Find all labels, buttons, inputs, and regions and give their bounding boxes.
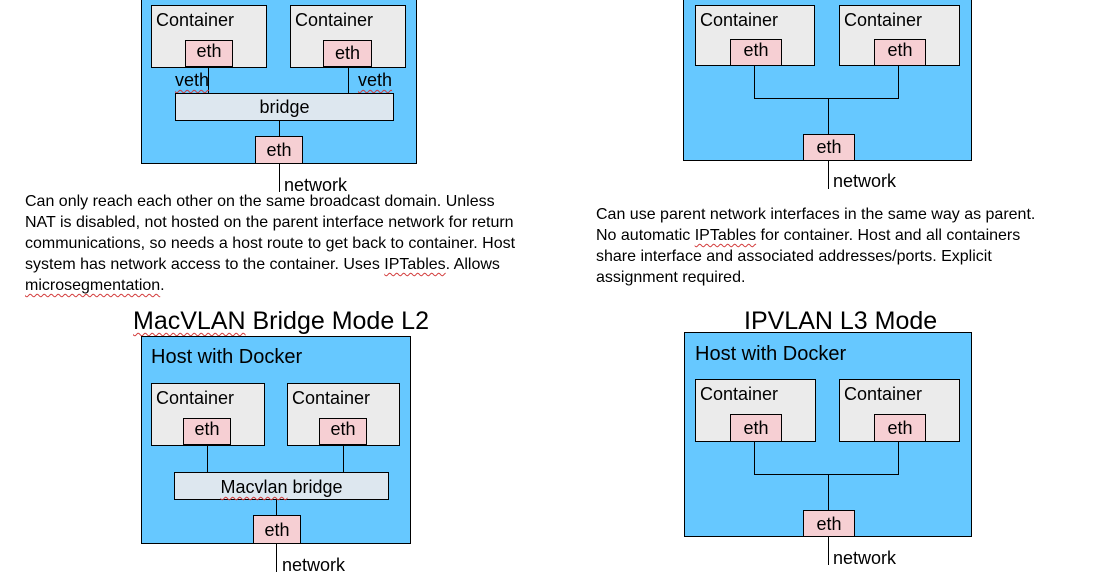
tr-container-1-eth: eth xyxy=(730,39,782,66)
tl-desc-line-5: microsegmentation. xyxy=(25,277,165,294)
br-line-down xyxy=(828,474,829,510)
tl-container-1-eth: eth xyxy=(185,40,233,67)
bl-macvlan-bridge: Macvlan bridge xyxy=(174,472,389,500)
tr-container-2: Container xyxy=(839,5,960,66)
tr-description: Can use parent network interfaces in the… xyxy=(596,204,1035,288)
tl-desc-line-1: Can only reach each other on the same br… xyxy=(25,193,495,210)
tl-veth-line-1 xyxy=(208,67,209,93)
bl-host-label: Host with Docker xyxy=(151,346,303,368)
br-network-label: network xyxy=(833,548,897,568)
tl-container-2-eth: eth xyxy=(323,40,372,67)
br-host-eth: eth xyxy=(803,510,855,537)
tl-desc-line-2: NAT is disabled, not hosted on the paren… xyxy=(25,214,514,231)
tl-bridge: bridge xyxy=(175,93,394,121)
tr-container-2-eth: eth xyxy=(874,39,926,66)
br-container-2-eth: eth xyxy=(874,414,926,442)
tl-desc-line-4: system has network access to the contain… xyxy=(25,256,500,273)
bl-line-1 xyxy=(207,445,208,472)
br-network-line xyxy=(828,537,829,565)
br-line-2 xyxy=(898,442,899,474)
bl-host-eth: eth xyxy=(253,515,301,544)
tr-desc-line-1: Can use parent network interfaces in the… xyxy=(596,206,1036,223)
container-label: Container xyxy=(156,10,235,30)
tr-network-label: network xyxy=(833,171,897,191)
br-container-1-eth: eth xyxy=(730,414,782,442)
container-label: Container xyxy=(700,384,779,404)
br-title: IPVLAN L3 Mode xyxy=(744,307,938,335)
container-label: Container xyxy=(292,388,371,408)
tr-line-h xyxy=(754,98,899,99)
tr-network-line xyxy=(828,161,829,189)
bl-container-1-eth: eth xyxy=(183,418,231,445)
tl-veth-label-2: veth xyxy=(358,70,393,90)
bl-line-2 xyxy=(343,445,344,472)
br-line-h xyxy=(754,474,899,475)
tl-network-line xyxy=(279,164,280,192)
tr-desc-line-3: share interface and associated addresses… xyxy=(596,248,992,265)
tl-veth-line-2 xyxy=(348,67,349,93)
bl-bridge-line xyxy=(276,500,277,515)
container-label: Container xyxy=(844,10,923,30)
bl-network-label: network xyxy=(282,555,346,575)
bl-container-2-eth: eth xyxy=(319,418,367,445)
tr-desc-line-4: assignment required. xyxy=(596,269,746,286)
bl-title: MacVLAN Bridge Mode L2 xyxy=(133,307,429,335)
tl-host-eth: eth xyxy=(255,136,303,164)
tr-line-2 xyxy=(898,66,899,98)
tl-bridge-line xyxy=(279,121,280,136)
tr-host-eth: eth xyxy=(803,134,855,161)
tl-desc-line-3: communications, so needs a host route to… xyxy=(25,235,516,252)
container-label: Container xyxy=(295,10,374,30)
tl-network-label: network xyxy=(284,175,348,195)
container-label: Container xyxy=(700,10,779,30)
tr-desc-line-2: No automatic IPTables for container. Hos… xyxy=(596,227,1021,244)
container-label: Container xyxy=(156,388,235,408)
tl-veth-label-1: veth xyxy=(175,70,210,90)
tl-description: Can only reach each other on the same br… xyxy=(25,191,515,296)
tr-line-down xyxy=(828,98,829,134)
container-label: Container xyxy=(844,384,923,404)
tr-line-1 xyxy=(754,66,755,98)
br-line-1 xyxy=(754,442,755,474)
bl-network-line xyxy=(276,544,277,572)
br-host-label: Host with Docker xyxy=(695,343,847,365)
